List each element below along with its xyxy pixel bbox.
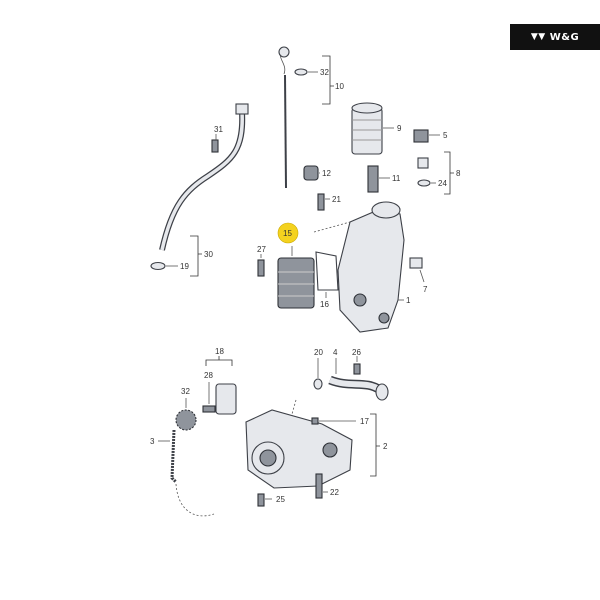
dipstick-guide-tube bbox=[150, 103, 249, 271]
bolt-21 bbox=[317, 193, 325, 211]
label-17: 17 bbox=[360, 417, 369, 426]
drive-chain-3 bbox=[170, 429, 178, 484]
label-28: 28 bbox=[204, 371, 213, 380]
label-21: 21 bbox=[332, 195, 341, 204]
label-19: 19 bbox=[180, 262, 189, 271]
oil-pump bbox=[245, 409, 353, 489]
label-10: 10 bbox=[335, 82, 344, 91]
bolt-31 bbox=[211, 139, 219, 153]
tensioner-18 bbox=[215, 383, 237, 415]
bolt-23 bbox=[353, 363, 361, 375]
highlight-marker-15 bbox=[277, 222, 299, 244]
label-26: 25 bbox=[276, 495, 285, 504]
gasket-16 bbox=[315, 251, 339, 291]
bolt-22 bbox=[315, 473, 323, 499]
bolt-28 bbox=[202, 405, 216, 413]
sprocket-32 bbox=[175, 409, 197, 431]
plug-17 bbox=[311, 417, 319, 425]
label-22: 22 bbox=[330, 488, 339, 497]
oil-filter-housing bbox=[337, 201, 405, 333]
label-27: 32 bbox=[320, 68, 329, 77]
bolt-26 bbox=[257, 493, 265, 507]
label-31: 31 bbox=[214, 125, 223, 134]
label-9: 9 bbox=[397, 124, 402, 133]
label-4: 4 bbox=[333, 348, 338, 357]
label-3: 3 bbox=[150, 437, 155, 446]
o-ring-19 bbox=[150, 261, 166, 271]
label-8: 8 bbox=[456, 169, 461, 178]
wings-icon: ▼▼ bbox=[530, 32, 546, 42]
label-7: 7 bbox=[423, 285, 428, 294]
thermostat-11 bbox=[367, 165, 379, 193]
label-18: 18 bbox=[215, 347, 224, 356]
oil-filter bbox=[351, 102, 383, 155]
label-20: 20 bbox=[314, 348, 323, 357]
brand-logo: ▼▼ W&G bbox=[510, 24, 600, 50]
label-12: 12 bbox=[322, 169, 331, 178]
part-8-upper bbox=[417, 157, 429, 169]
oil-cooler bbox=[277, 257, 315, 309]
o-ring-24 bbox=[417, 179, 431, 187]
label-32: 32 bbox=[181, 387, 190, 396]
bracket-7 bbox=[409, 257, 423, 269]
label-15: 15 bbox=[283, 229, 292, 238]
bolt-25 bbox=[257, 259, 265, 277]
o-ring-27 bbox=[294, 68, 308, 76]
label-24: 24 bbox=[438, 179, 447, 188]
cap-12 bbox=[303, 165, 319, 181]
label-23: 26 bbox=[352, 348, 361, 357]
label-16: 16 bbox=[320, 300, 329, 309]
label-11: 11 bbox=[392, 174, 401, 183]
o-ring-20 bbox=[313, 378, 323, 390]
label-5: 5 bbox=[443, 131, 448, 140]
label-25: 27 bbox=[257, 245, 266, 254]
label-1: 1 bbox=[406, 296, 411, 305]
pressure-switch-5 bbox=[413, 129, 429, 143]
brand-logo-text: W&G bbox=[549, 31, 580, 43]
dipstick bbox=[278, 46, 308, 189]
label-30: 30 bbox=[204, 250, 213, 259]
label-2: 2 bbox=[383, 442, 388, 451]
